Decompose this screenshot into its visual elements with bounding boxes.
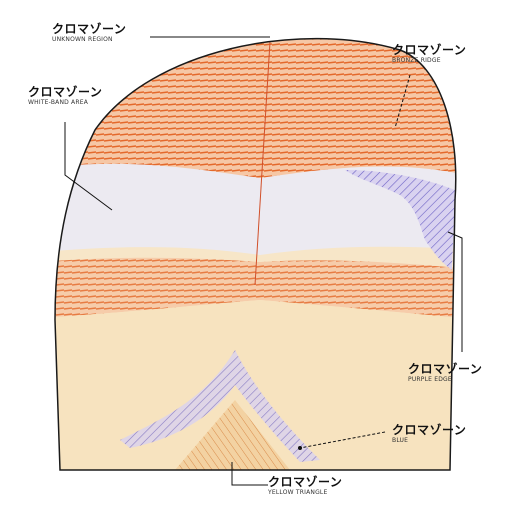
label-top-sub: UNKNOWN REGION [52,37,126,43]
label-top: クロマゾーン UNKNOWN REGION [52,23,126,43]
label-upper-left: クロマゾーン WHITE-BAND AREA [28,86,102,106]
label-lower-right: クロマゾーン BLUE [392,424,466,444]
label-right-name: クロマゾーン [408,363,482,375]
diagram-fills [40,20,480,480]
label-upper-right-sub: BRONZE RIDGE [392,58,466,64]
label-upper-left-sub: WHITE-BAND AREA [28,100,102,106]
label-bottom-name: クロマゾーン [268,476,342,488]
label-lower-right-sub: BLUE [392,438,466,444]
label-bottom: クロマゾーン YELLOW TRIANGLE [268,476,342,496]
label-lower-right-name: クロマゾーン [392,424,466,436]
leader-dot [298,446,302,450]
label-upper-left-name: クロマゾーン [28,86,102,98]
label-bottom-sub: YELLOW TRIANGLE [268,490,342,496]
label-upper-right: クロマゾーン BRONZE RIDGE [392,44,466,64]
label-top-name: クロマゾーン [52,23,126,35]
label-right-sub: PURPLE EDGE [408,377,482,383]
label-right: クロマゾーン PURPLE EDGE [408,363,482,383]
label-upper-right-name: クロマゾーン [392,44,466,56]
